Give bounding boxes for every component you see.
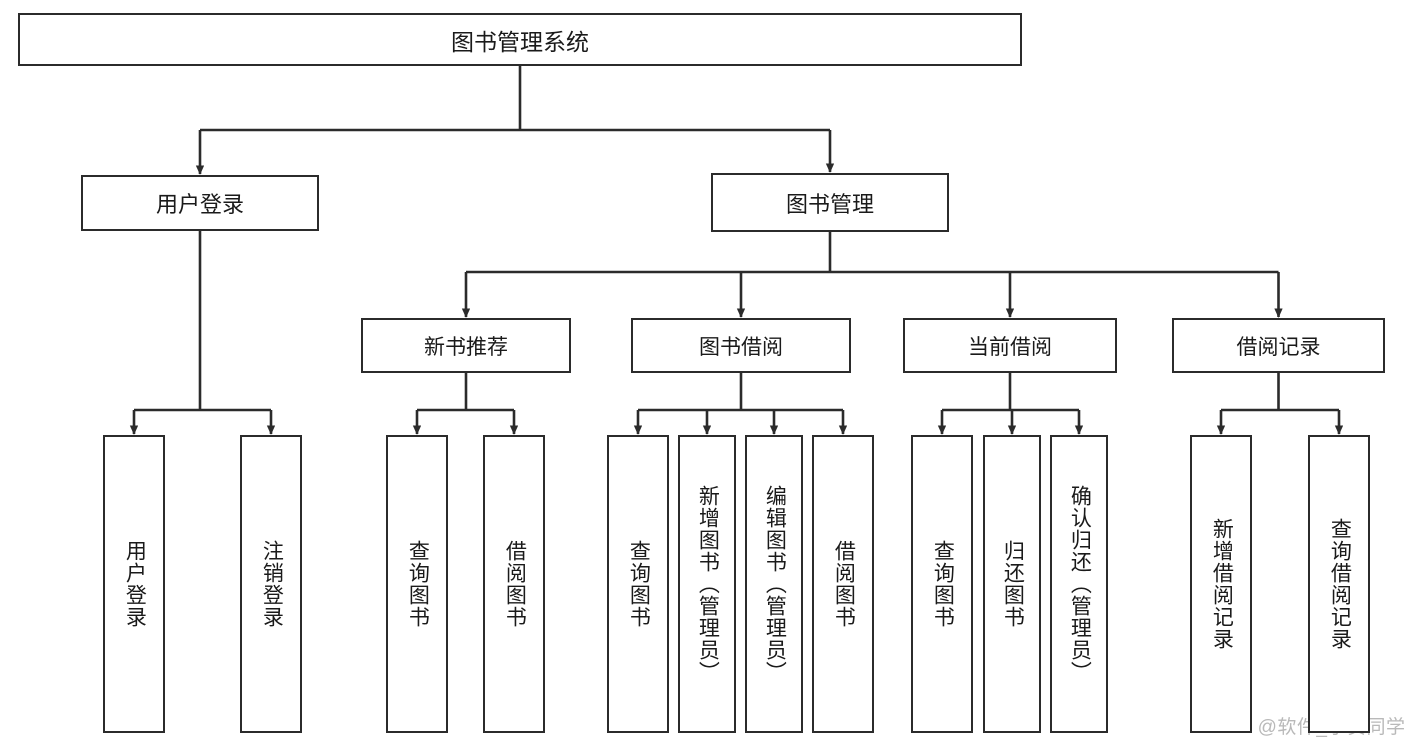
node-leaf-return-book[interactable]: 归还图书 bbox=[983, 435, 1041, 733]
node-leaf-login[interactable]: 用户登录 bbox=[103, 435, 165, 733]
node-label: 查询图书 bbox=[406, 540, 430, 628]
node-leaf-confirm-ret[interactable]: 确认归还（管理员） bbox=[1050, 435, 1108, 733]
node-label: 图书管理 bbox=[785, 191, 874, 217]
node-label: 归还图书 bbox=[1001, 540, 1025, 628]
node-current[interactable]: 当前借阅 bbox=[903, 318, 1117, 373]
node-newbook[interactable]: 新书推荐 bbox=[361, 318, 571, 373]
node-label: 借阅记录 bbox=[1236, 335, 1321, 359]
node-login[interactable]: 用户登录 bbox=[81, 175, 319, 231]
node-bookmgmt[interactable]: 图书管理 bbox=[711, 173, 949, 232]
node-label: 注销登录 bbox=[260, 540, 284, 628]
node-borrow[interactable]: 图书借阅 bbox=[631, 318, 851, 373]
node-leaf-logout[interactable]: 注销登录 bbox=[240, 435, 302, 733]
node-label: 借阅图书 bbox=[503, 540, 527, 628]
node-label: 图书管理系统 bbox=[451, 28, 589, 55]
node-leaf-query-new[interactable]: 查询图书 bbox=[386, 435, 448, 733]
node-label: 用户登录 bbox=[155, 192, 244, 217]
node-label: 查询图书 bbox=[627, 540, 651, 628]
node-leaf-query-rec[interactable]: 查询借阅记录 bbox=[1308, 435, 1370, 733]
node-label: 用户登录 bbox=[123, 540, 147, 628]
node-leaf-borrow-book[interactable]: 借阅图书 bbox=[812, 435, 874, 733]
node-label: 查询借阅记录 bbox=[1328, 518, 1352, 650]
node-label: 编辑图书（管理员） bbox=[763, 485, 787, 683]
node-leaf-add-rec[interactable]: 新增借阅记录 bbox=[1190, 435, 1252, 733]
node-leaf-add-book[interactable]: 新增图书（管理员） bbox=[678, 435, 736, 733]
node-leaf-borrow-new[interactable]: 借阅图书 bbox=[483, 435, 545, 733]
node-label: 新增借阅记录 bbox=[1210, 518, 1234, 650]
node-leaf-query-cur[interactable]: 查询图书 bbox=[911, 435, 973, 733]
node-leaf-edit-book[interactable]: 编辑图书（管理员） bbox=[745, 435, 803, 733]
node-label: 确认归还（管理员） bbox=[1068, 485, 1092, 683]
node-label: 借阅图书 bbox=[832, 540, 856, 628]
node-label: 当前借阅 bbox=[968, 335, 1052, 359]
node-records[interactable]: 借阅记录 bbox=[1172, 318, 1385, 373]
node-label: 新书推荐 bbox=[424, 335, 508, 359]
node-leaf-query-book[interactable]: 查询图书 bbox=[607, 435, 669, 733]
node-label: 新增图书（管理员） bbox=[696, 485, 720, 683]
node-label: 查询图书 bbox=[931, 540, 955, 628]
node-label: 图书借阅 bbox=[699, 335, 783, 359]
node-root[interactable]: 图书管理系统 bbox=[18, 13, 1022, 66]
